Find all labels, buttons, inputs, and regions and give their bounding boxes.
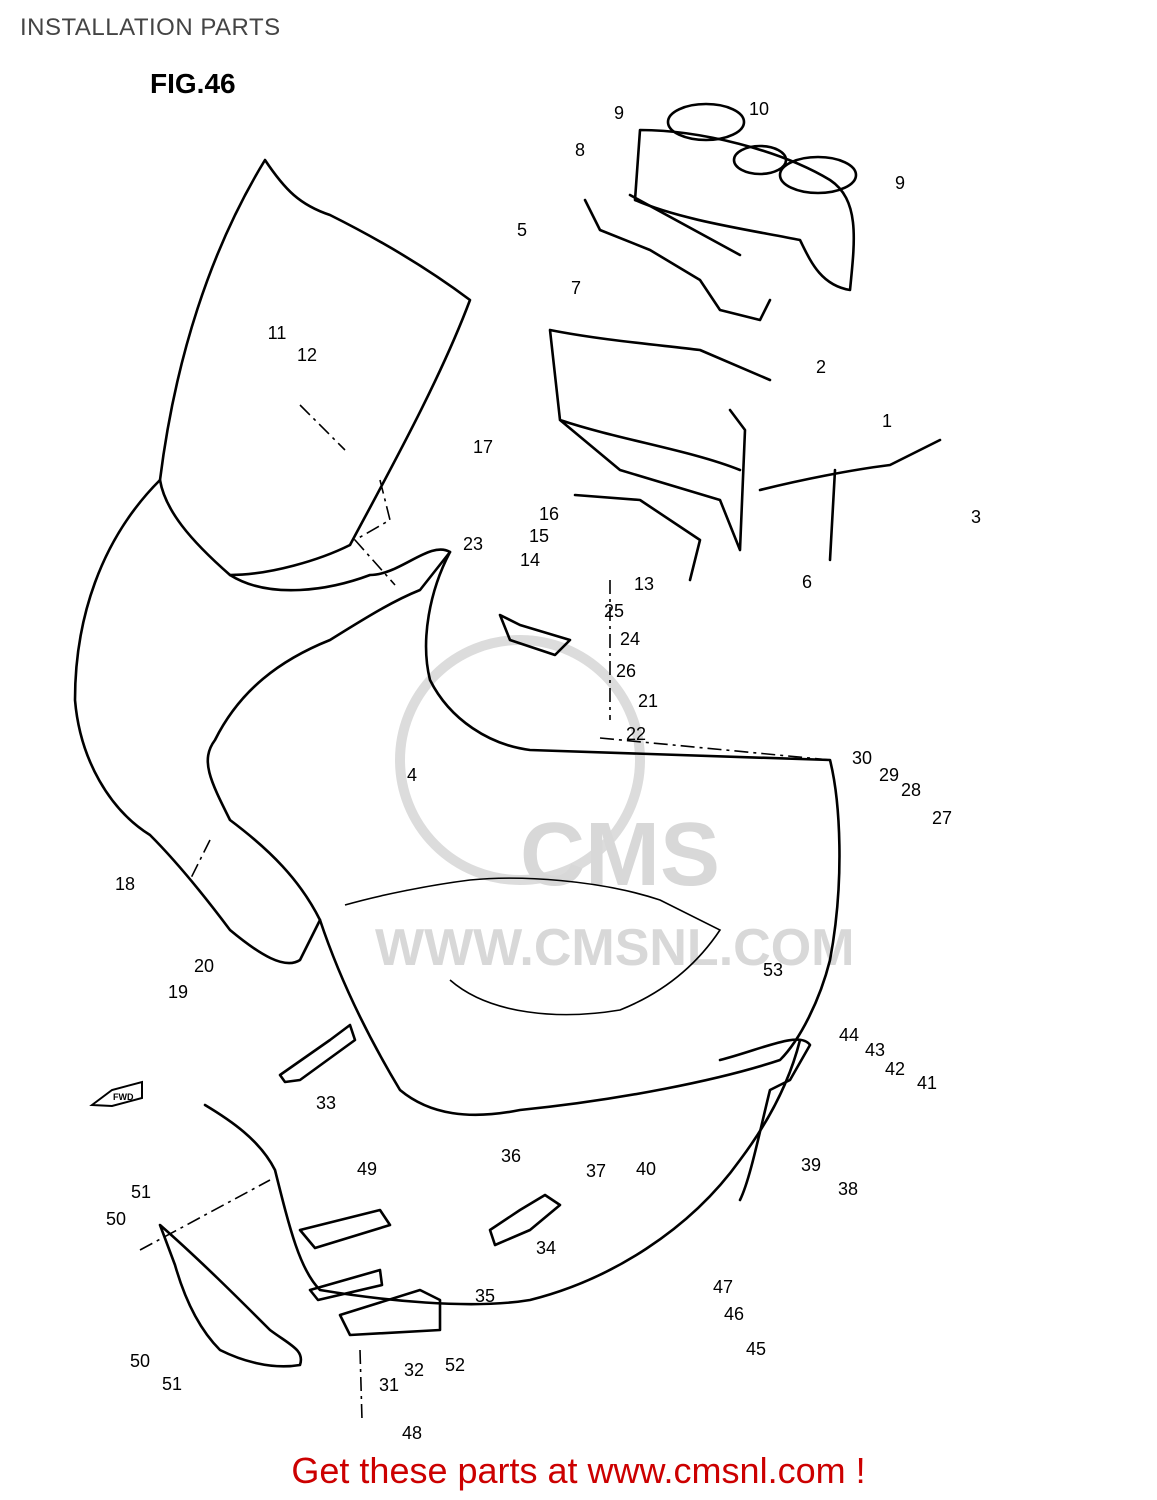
callout-45: 45 [746, 1339, 766, 1359]
callout-38: 38 [838, 1179, 858, 1199]
stay-34 [488, 1193, 562, 1247]
side-cover [158, 1223, 303, 1368]
callout-23: 23 [463, 534, 483, 554]
callout-26: 26 [616, 661, 636, 681]
callout-9: 9 [614, 103, 624, 123]
callout-9: 9 [895, 173, 905, 193]
callout-32: 32 [404, 1360, 424, 1380]
callout-28: 28 [901, 780, 921, 800]
callout-18: 18 [115, 874, 135, 894]
callout-47: 47 [713, 1277, 733, 1297]
callout-3: 3 [971, 507, 981, 527]
callout-27: 27 [932, 808, 952, 828]
watermark-url: WWW.CMSNL.COM [375, 919, 854, 977]
callout-13: 13 [634, 574, 654, 594]
lower-stay [573, 493, 702, 582]
windscreen [158, 158, 472, 577]
watermark-brand: CMS [520, 805, 720, 905]
assembly-line [599, 580, 831, 761]
side-bracket [498, 613, 572, 657]
callout-52: 52 [445, 1355, 465, 1375]
side-cowl-inner-edge [344, 877, 722, 1016]
seal-strip [628, 193, 742, 257]
assembly-line [139, 839, 363, 1421]
meter-bracket [583, 198, 772, 322]
callout-51: 51 [162, 1374, 182, 1394]
gasket-right [778, 155, 858, 195]
callout-5: 5 [517, 220, 527, 240]
fwd-arrow-icon: FWD [89, 1080, 143, 1108]
lower-cover-bracket [718, 1038, 812, 1202]
callout-37: 37 [586, 1161, 606, 1181]
mount-plate [298, 1208, 392, 1302]
callout-20: 20 [194, 956, 214, 976]
gasket-left [666, 102, 746, 142]
callout-4: 4 [407, 765, 417, 785]
under-bracket [338, 1288, 442, 1337]
callout-42: 42 [885, 1059, 905, 1079]
callout-50: 50 [130, 1351, 150, 1371]
callout-44: 44 [839, 1025, 859, 1045]
callout-36: 36 [501, 1146, 521, 1166]
footer-promo[interactable]: Get these parts at www.cmsnl.com ! [291, 1450, 866, 1491]
callout-11: 11 [268, 323, 287, 343]
callout-21: 21 [638, 691, 658, 711]
callout-39: 39 [801, 1155, 821, 1175]
callout-labels: 1234567899101112131415161718192021222324… [106, 99, 981, 1443]
watermark: CMS WWW.CMSNL.COM [375, 635, 854, 977]
callout-34: 34 [536, 1238, 556, 1258]
callout-8: 8 [575, 140, 585, 160]
callout-40: 40 [636, 1159, 656, 1179]
cowl-bracket [548, 328, 772, 552]
callout-22: 22 [626, 724, 646, 744]
callout-12: 12 [297, 345, 317, 365]
callout-6: 6 [802, 572, 812, 592]
figure-number: FIG.46 [150, 68, 236, 99]
callout-53: 53 [763, 960, 783, 980]
callout-29: 29 [879, 765, 899, 785]
callout-19: 19 [168, 982, 188, 1002]
callout-1: 1 [882, 411, 892, 431]
under-cowl [203, 1038, 802, 1306]
callout-25: 25 [604, 601, 624, 621]
side-cowl [318, 550, 841, 1117]
upper-cowl [73, 478, 452, 965]
callout-48: 48 [402, 1423, 422, 1443]
callout-50: 50 [106, 1209, 126, 1229]
assembly-line [299, 404, 396, 586]
page-title: INSTALLATION PARTS [20, 14, 281, 41]
callout-7: 7 [571, 278, 581, 298]
brace-rod [758, 438, 942, 562]
callout-31: 31 [379, 1375, 399, 1395]
callout-17: 17 [473, 437, 493, 457]
cowl-stay-33 [278, 1023, 357, 1084]
fwd-label: FWD [113, 1092, 134, 1102]
callout-2: 2 [816, 357, 826, 377]
callout-41: 41 [917, 1073, 937, 1093]
callout-14: 14 [520, 550, 540, 570]
callout-33: 33 [316, 1093, 336, 1113]
meter-cover [633, 128, 856, 292]
callout-10: 10 [749, 99, 769, 119]
callout-49: 49 [357, 1159, 377, 1179]
callout-16: 16 [539, 504, 559, 524]
gasket-center [732, 144, 788, 176]
callout-30: 30 [852, 748, 872, 768]
callout-43: 43 [865, 1040, 885, 1060]
callout-35: 35 [475, 1286, 495, 1306]
callout-51: 51 [131, 1182, 151, 1202]
callout-15: 15 [529, 526, 549, 546]
callout-46: 46 [724, 1304, 744, 1324]
callout-24: 24 [620, 629, 640, 649]
